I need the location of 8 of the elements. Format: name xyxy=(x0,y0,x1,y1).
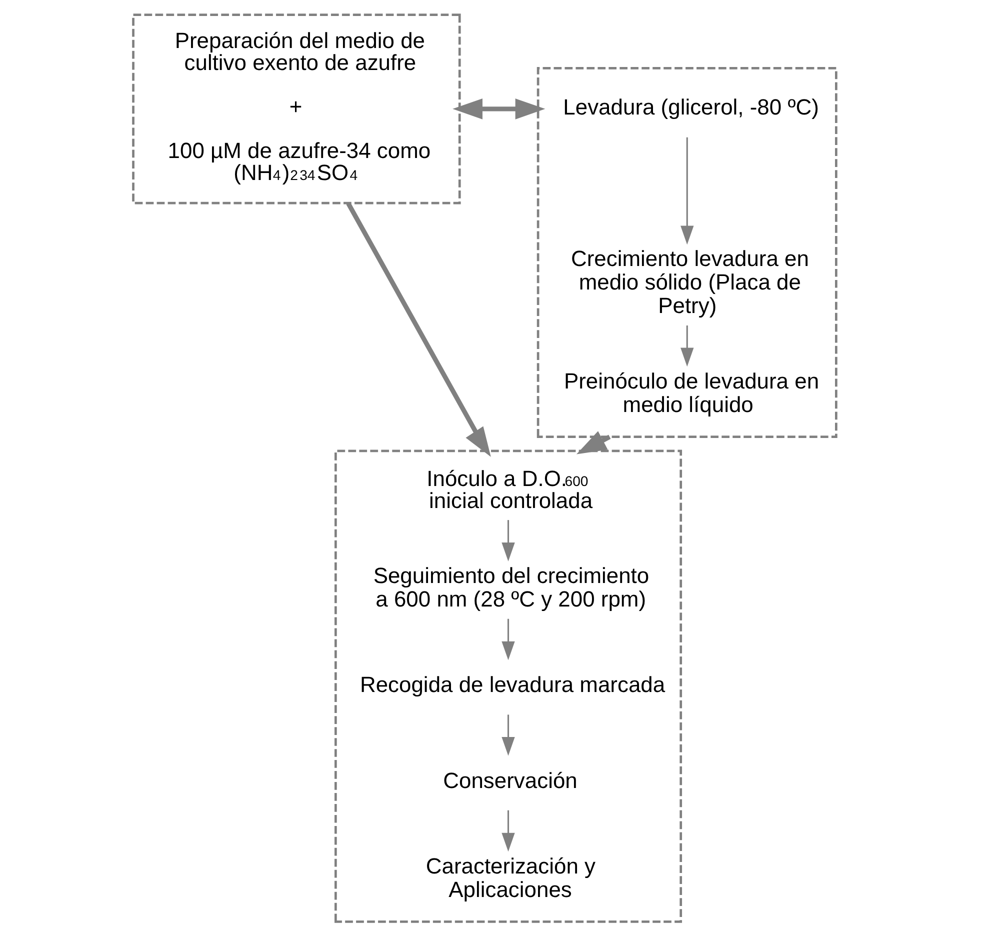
node-text: Levadura (glicerol, -80 ºC) xyxy=(562,94,818,120)
node-text: Recogida de levadura marcada xyxy=(359,672,665,698)
node-text: Inóculo a D.O.600 inicial controlada xyxy=(426,466,592,513)
node-text: Conservación xyxy=(442,768,577,793)
node-text: Crecimiento levadura en medio sólido (Placa de Petry) xyxy=(570,246,808,318)
node-text: Seguimiento del crecimiento a 600 nm (28 ºC y 200 rpm) xyxy=(372,563,649,612)
node-text: Caracterización y Aplicaciones xyxy=(425,853,595,902)
node-text: Preinóculo de levadura en medio líquido xyxy=(563,368,819,418)
